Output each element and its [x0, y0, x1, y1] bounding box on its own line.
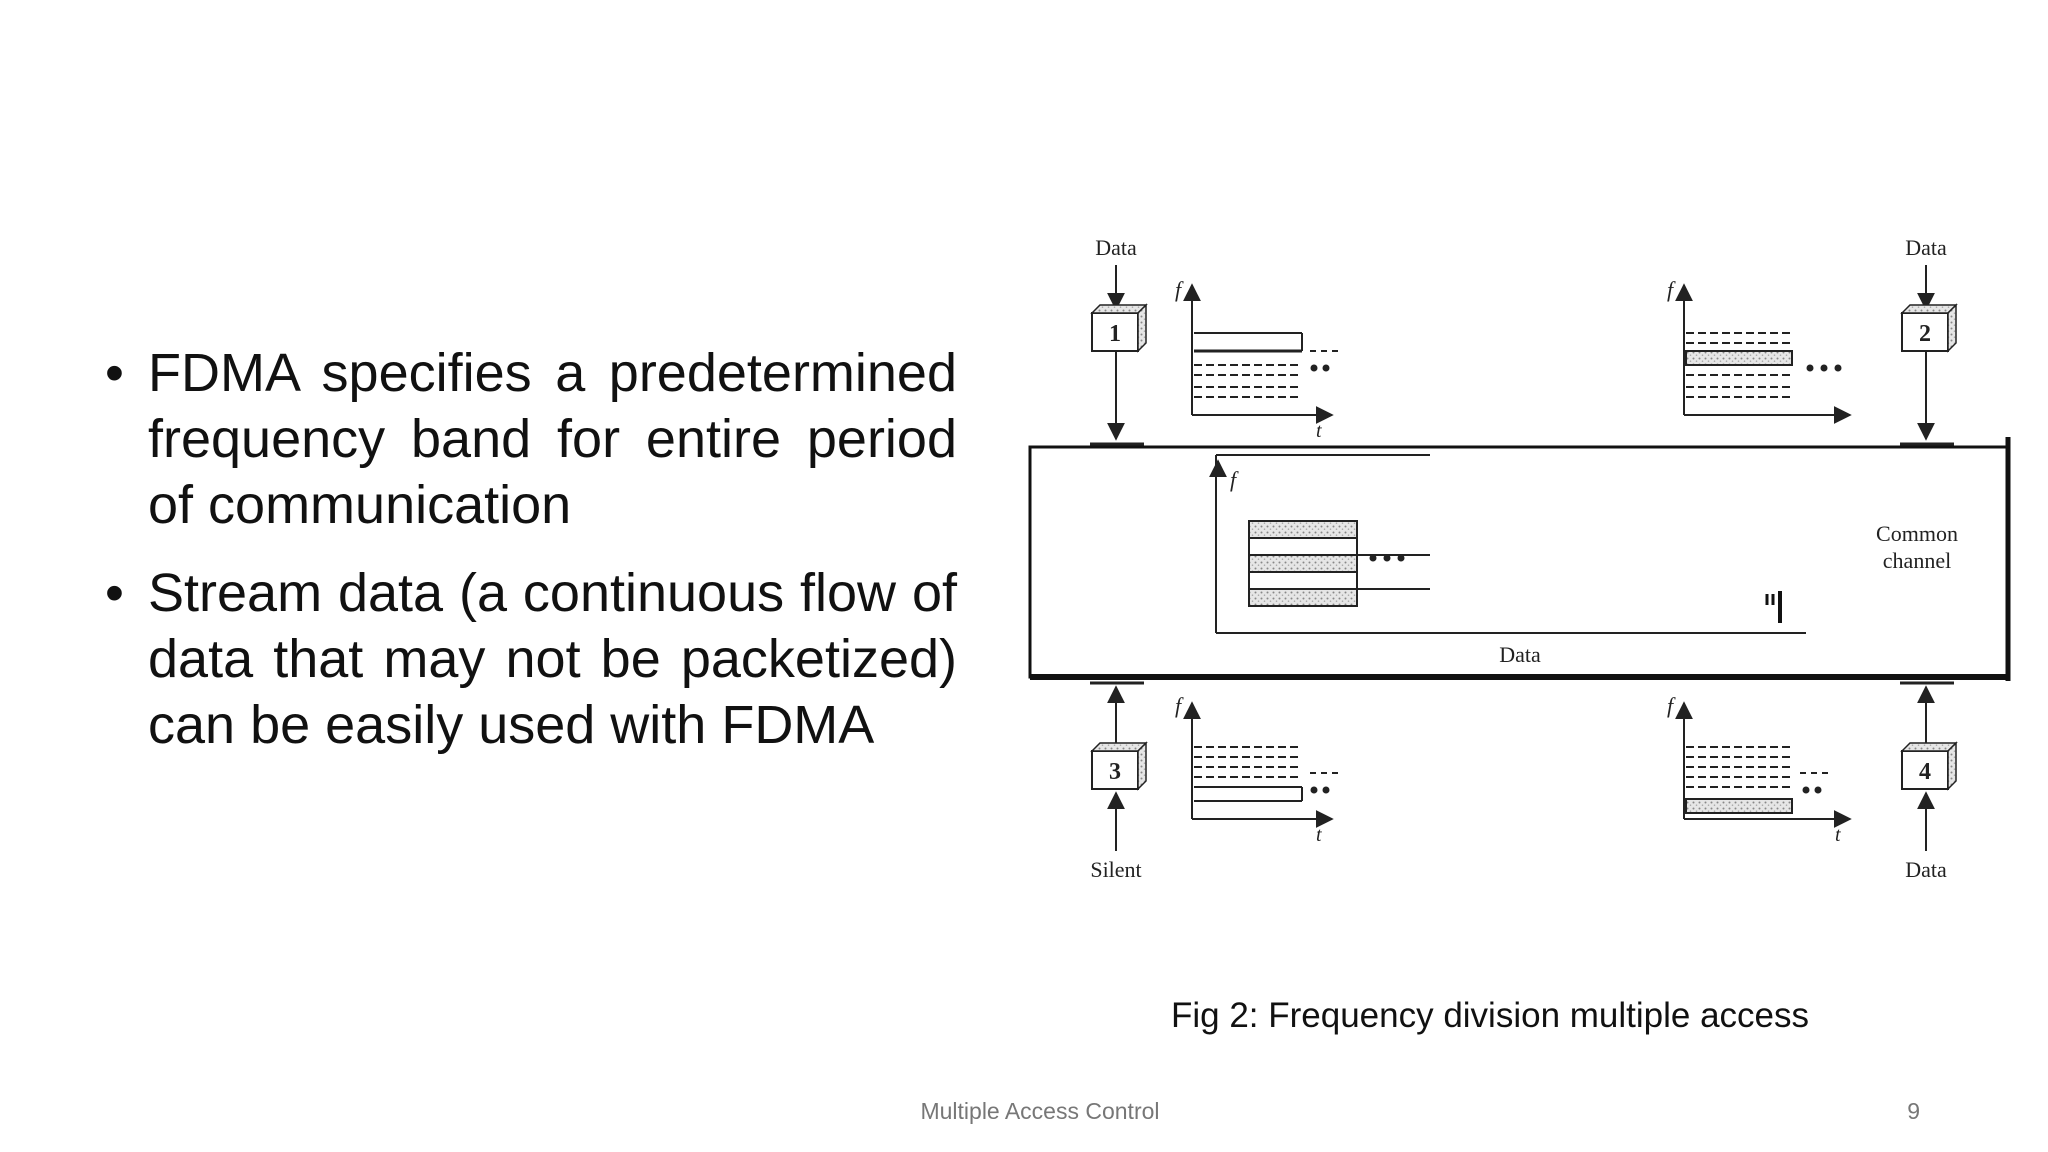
station-3-input-label: Silent	[1090, 857, 1141, 882]
station-4-number: 4	[1919, 759, 1931, 785]
station-2-input-label: Data	[1905, 235, 1947, 260]
station-1-input-label: Data	[1095, 235, 1137, 260]
bullet-icon: •	[105, 343, 124, 403]
bullet-list: • FDMA specifies a predetermined frequen…	[105, 340, 957, 780]
station-2: Data 2 f	[1667, 235, 1958, 446]
station-1-number: 1	[1109, 321, 1121, 347]
fdma-diagram: Common channel f Data Data	[1028, 235, 2011, 882]
common-channel-label: Common	[1876, 521, 1958, 546]
station-1: Data 1 f t	[1090, 235, 1338, 446]
station-4-input-label: Data	[1905, 857, 1947, 882]
frequency-axis-label: f	[1667, 693, 1676, 718]
station-4: 4 Data f t	[1667, 681, 1958, 882]
station-3: 3 Silent f t	[1090, 681, 1338, 882]
station-3-number: 3	[1109, 759, 1121, 785]
frequency-axis-label: f	[1667, 277, 1676, 302]
bullet-item: • Stream data (a continuous flow of data…	[105, 560, 957, 758]
station-2-number: 2	[1919, 321, 1931, 347]
time-axis-label: t	[1316, 420, 1322, 442]
bullet-item: • FDMA specifies a predetermined frequen…	[105, 340, 957, 538]
bullet-text: FDMA specifies a predetermined frequency…	[148, 343, 957, 535]
common-channel-label: channel	[1883, 548, 1951, 573]
frequency-axis-label: f	[1175, 277, 1184, 302]
footer-title: Multiple Access Control	[920, 1098, 1160, 1124]
time-axis-label: t	[1835, 824, 1841, 846]
frequency-axis-label: f	[1175, 693, 1184, 718]
time-axis-label: t	[1316, 824, 1322, 846]
bullet-icon: •	[105, 563, 124, 623]
channel-spectrum: f Data	[1209, 454, 1806, 667]
bullet-text: Stream data (a continuous flow of data t…	[148, 563, 957, 755]
frequency-axis-label: f	[1230, 467, 1239, 492]
channel-data-label: Data	[1499, 642, 1541, 667]
figure-caption: Fig 2: Frequency division multiple acces…	[1170, 996, 1810, 1035]
page-number: 9	[1907, 1098, 1920, 1124]
